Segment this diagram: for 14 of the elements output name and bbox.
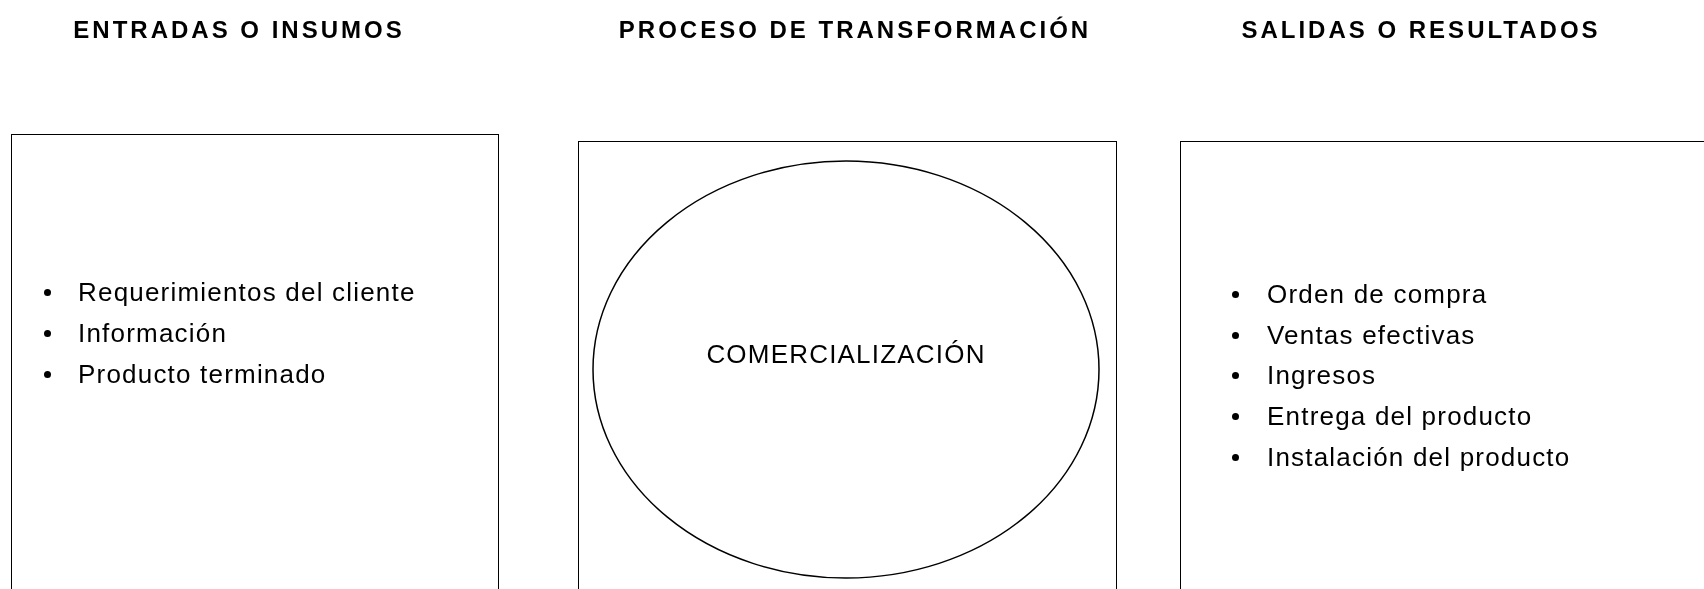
input-box [11, 134, 499, 589]
process-label: COMERCIALIZACIÓN [706, 338, 986, 369]
list-item: Información [78, 317, 228, 349]
column-heading: SALIDAS O RESULTADOS [1241, 16, 1601, 44]
output-box [1180, 141, 1704, 589]
list-item: Instalación del producto [1267, 441, 1571, 473]
list-item: Entrega del producto [1267, 401, 1533, 433]
list-item: Requerimientos del cliente [78, 277, 416, 308]
column-heading: PROCESO DE TRANSFORMACIÓN [618, 16, 1092, 44]
list-item: Ventas efectivas [1267, 319, 1476, 351]
list-item: Orden de compra [1267, 279, 1488, 310]
column-heading: ENTRADAS O INSUMOS [73, 16, 405, 44]
list-item: Ingresos [1267, 360, 1377, 392]
list-item: Producto terminado [78, 358, 327, 390]
